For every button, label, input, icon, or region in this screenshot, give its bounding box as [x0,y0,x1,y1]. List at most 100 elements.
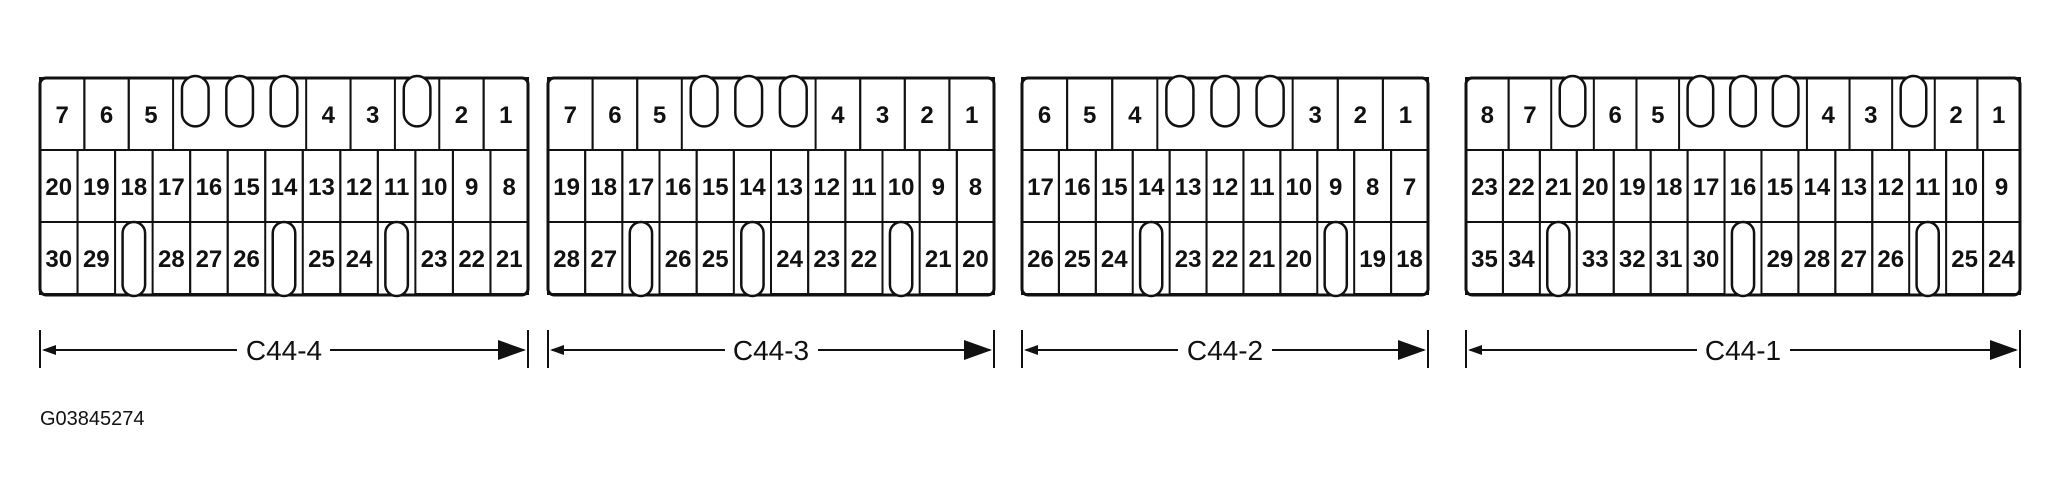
pin-number: 3 [1864,102,1877,129]
pin-number: 24 [776,246,803,273]
pin-number: 23 [421,246,448,273]
pin-number: 5 [144,102,157,129]
pin-number: 26 [1027,246,1054,273]
key-slot [1899,74,1928,128]
pin-number: 15 [233,174,260,201]
pin-number: 2 [1949,102,1962,129]
pin-number: 19 [83,174,110,201]
connector-label: C44-3 [733,335,809,366]
key-slot [1686,74,1715,128]
pin-number: 25 [1951,246,1978,273]
pin-number: 16 [665,174,692,201]
pin-number: 25 [702,246,729,273]
pin-number: 28 [158,246,185,273]
pin-number: 12 [813,174,840,201]
pin-number: 24 [346,246,373,273]
key-slot [1165,74,1195,128]
pin-number: 29 [83,246,110,273]
pin-number: 24 [1101,246,1128,273]
pin-number: 1 [1399,102,1412,129]
key-slot [888,220,914,298]
pin-number: 27 [590,246,617,273]
key-slot [225,74,255,128]
pin-number: 19 [1359,246,1386,273]
pin-cell [76,221,117,295]
pin-cell [844,221,884,295]
key-slot [1771,74,1800,128]
key-slot [180,74,210,128]
pin-number: 16 [196,174,223,201]
pin-number: 17 [158,174,185,201]
pin-number: 3 [1309,102,1322,129]
dimension-line [1465,330,2021,368]
pin-number: 12 [346,174,373,201]
pin-number: 11 [851,174,876,201]
pin-number: 28 [553,246,580,273]
pin-number: 28 [1804,246,1831,273]
pin-number: 8 [969,174,982,201]
pin-number: 3 [366,102,379,129]
pin-number: 15 [1101,174,1128,201]
pin-number: 1 [1992,102,2005,129]
pin-number: 12 [1877,174,1904,201]
pin-number: 21 [1249,246,1276,273]
key-slot [1138,220,1164,298]
pin-number: 9 [932,174,945,201]
pin-number: 25 [1064,246,1091,273]
pin-number: 26 [233,246,260,273]
pin-cell [1982,221,2021,295]
pin-cell [1871,221,1911,295]
pin-number: 7 [564,102,577,129]
pin-number: 17 [1693,174,1720,201]
key-slot [628,220,654,298]
pin-number: 23 [813,246,840,273]
pin-number: 6 [1608,102,1621,129]
pin-number: 9 [465,174,478,201]
pin-number: 4 [1128,102,1142,129]
pin-number: 2 [1354,102,1367,129]
key-slot [384,220,410,298]
figure-id: G03845274 [40,408,145,430]
key-slot [1915,220,1940,298]
pin-number: 20 [962,246,989,273]
key-slot [402,74,432,128]
pin-cell [1390,221,1430,295]
key-slot [271,220,297,298]
pin-number: 4 [322,102,336,129]
pin-number: 7 [1403,174,1416,201]
dimension-line [1021,330,1429,368]
pin-number: 27 [196,246,223,273]
pin-number: 22 [458,246,485,273]
key-slot [1323,220,1349,298]
pin-number: 22 [851,246,878,273]
pin-number: 25 [308,246,335,273]
pin-number: 21 [1545,174,1572,201]
connector-label: C44-2 [1187,335,1263,366]
pin-number: 23 [1175,246,1202,273]
pin-number: 19 [553,174,580,201]
pin-number: 9 [1995,174,2008,201]
pin-number: 18 [1396,246,1423,273]
key-slot [689,74,719,128]
pin-cell [489,221,530,295]
pin-number: 16 [1730,174,1757,201]
pin-number: 8 [1481,102,1494,129]
pin-number: 16 [1064,174,1091,201]
pin-cell [1501,221,1541,295]
pin-number: 10 [1285,174,1312,201]
pin-number: 10 [888,174,915,201]
pin-number: 33 [1582,246,1609,273]
pin-number: 7 [1523,102,1536,129]
pin-cell [695,221,735,295]
pin-number: 1 [965,102,978,129]
pin-number: 2 [455,102,468,129]
pin-number: 12 [1212,174,1239,201]
pin-number: 20 [45,174,72,201]
pin-number: 13 [308,174,335,201]
pin-cell [226,221,267,295]
pin-number: 18 [1656,174,1683,201]
pin-number: 19 [1619,174,1646,201]
pin-number: 21 [925,246,952,273]
